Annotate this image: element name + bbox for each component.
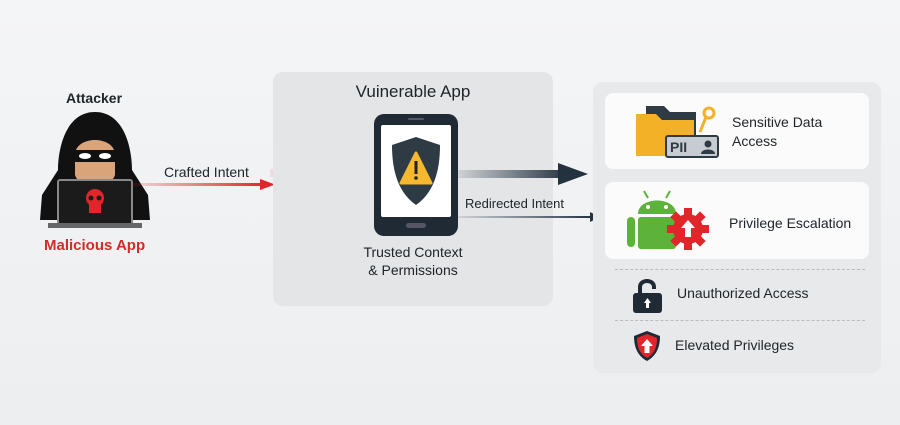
pii-folder-icon: PII — [636, 106, 719, 158]
privilege-escalation-label: Privilege Escalation — [729, 215, 852, 231]
sensitive-data-line1: Sensitive Data — [732, 114, 823, 130]
unauthorized-access-label: Unauthorized Access — [677, 285, 809, 301]
context-line2: & Permissions — [368, 262, 458, 278]
shield-up-icon — [634, 331, 660, 361]
redirected-intent-label: Redirected Intent — [465, 196, 565, 211]
crafted-intent-label: Crafted Intent — [164, 164, 249, 180]
divider — [615, 269, 865, 270]
android-gear-up-icon — [627, 190, 709, 250]
pii-badge: PII — [670, 139, 687, 155]
divider — [615, 320, 865, 321]
context-line1: Trusted Context — [363, 244, 463, 260]
elevated-privileges-label: Elevated Privileges — [675, 337, 795, 353]
unlocked-padlock-icon — [633, 279, 662, 313]
phone-shield-warning-icon — [374, 114, 458, 236]
hacker-icon — [40, 112, 150, 228]
redirected-intent-arrow — [458, 163, 600, 222]
attacker-label: Attacker — [66, 90, 123, 106]
vulnerable-app-title: Vuinerable App — [355, 82, 471, 101]
sensitive-data-line2: Access — [732, 133, 778, 149]
malicious-app-label: Malicious App — [44, 237, 146, 254]
